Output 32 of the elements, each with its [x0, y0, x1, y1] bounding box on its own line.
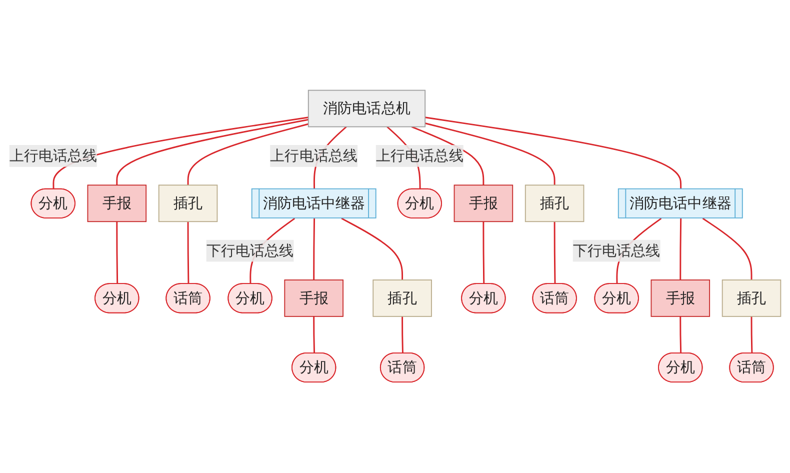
connector — [116, 222, 118, 284]
connector — [702, 218, 752, 280]
node-box: 插孔 — [372, 280, 432, 318]
edge-label: 上行电话总线 — [9, 147, 97, 164]
connector — [52, 116, 308, 190]
node-box: 手报 — [454, 184, 514, 222]
connector — [424, 122, 556, 186]
connector — [424, 116, 682, 190]
node-box: 消防电话总机 — [308, 90, 426, 128]
node-box: 手报 — [650, 280, 710, 318]
edge-label: 上行电话总线 — [270, 147, 358, 164]
node-box: 插孔 — [722, 280, 782, 318]
connector — [402, 316, 404, 354]
edge-label: 下行电话总线 — [572, 242, 660, 260]
connector — [411, 126, 484, 186]
connector — [187, 124, 309, 186]
connector — [187, 222, 190, 284]
edge-label: 下行电话总线 — [206, 242, 294, 260]
node-box: 插孔 — [524, 184, 584, 222]
node-box: 手报 — [284, 280, 344, 318]
connector — [554, 222, 556, 284]
connector — [341, 218, 404, 280]
connector — [680, 218, 682, 280]
connector — [482, 222, 485, 284]
connector — [313, 316, 316, 354]
connector — [313, 218, 316, 280]
connector — [680, 316, 682, 354]
connector — [116, 119, 309, 186]
node-box: 手报 — [87, 184, 147, 222]
edge-label: 上行电话总线 — [376, 147, 464, 164]
node-box: 插孔 — [158, 184, 218, 222]
connector — [750, 316, 753, 354]
